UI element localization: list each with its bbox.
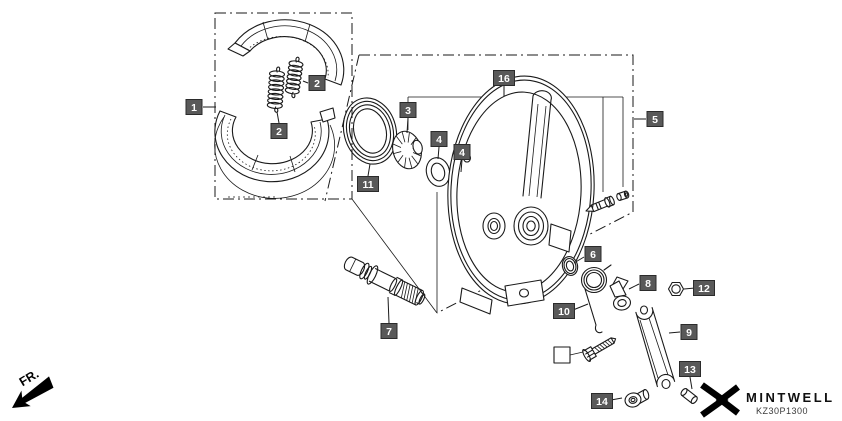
callout-16: 16 xyxy=(493,70,515,96)
callout-box xyxy=(399,102,417,118)
callout-box xyxy=(584,246,602,262)
callout-4: 4 xyxy=(453,144,471,173)
panel-pin-drawing xyxy=(616,190,630,201)
callout-leader-line xyxy=(406,117,409,134)
cam-seal-drawing xyxy=(561,256,579,276)
callout-number: 13 xyxy=(684,364,696,376)
adjuster-joint-drawing xyxy=(624,389,650,408)
callout-box xyxy=(380,323,398,339)
callout-8: 8 xyxy=(628,275,657,291)
callout-9: 9 xyxy=(668,324,698,340)
callout-10: 10 xyxy=(553,303,589,319)
callout-box xyxy=(680,324,698,340)
callout-leader-line xyxy=(689,376,693,390)
callout-12: 12 xyxy=(683,280,715,296)
square-leader xyxy=(569,351,584,356)
callout-leader-line xyxy=(628,283,640,290)
callout-4: 4 xyxy=(430,131,448,160)
callout-3: 3 xyxy=(399,102,417,134)
upper-brake-shoe xyxy=(234,19,345,86)
callout-leader-line xyxy=(460,159,463,173)
callout-box xyxy=(679,361,701,377)
brake-panel-drawing xyxy=(447,75,595,315)
callout-box xyxy=(693,280,715,296)
callout-2: 2 xyxy=(302,75,326,91)
shoe-spring-left xyxy=(266,66,286,113)
brake-arm-drawing xyxy=(635,305,676,390)
bolt-drawing xyxy=(582,337,617,363)
brand-logo-icon xyxy=(700,382,740,418)
callout-box xyxy=(308,75,326,91)
callout-box xyxy=(453,144,471,160)
callout-number: 3 xyxy=(405,105,411,117)
fr-arrow-icon xyxy=(12,376,54,408)
callout-7: 7 xyxy=(380,296,398,339)
callout-2: 2 xyxy=(270,111,288,139)
callout-number: 2 xyxy=(276,126,282,138)
callout-box xyxy=(185,99,203,115)
callout-number: 2 xyxy=(314,78,320,90)
callout-1: 1 xyxy=(185,99,216,115)
callout-box xyxy=(430,131,448,147)
callout-box xyxy=(493,70,515,86)
callout-leader-line xyxy=(276,111,280,124)
panel-screw-drawing xyxy=(585,195,615,213)
pin-drawing xyxy=(680,388,698,404)
callout-leader-line xyxy=(437,146,440,160)
callout-leader-line xyxy=(302,80,309,84)
callout-5: 5 xyxy=(634,111,664,127)
callout-6: 6 xyxy=(573,246,602,264)
callout-number: 10 xyxy=(558,306,570,318)
callout-leader-line xyxy=(573,256,585,264)
callout-14: 14 xyxy=(591,393,623,409)
brake-shoe-group-box xyxy=(214,12,353,200)
brand-name: MINTWELL xyxy=(746,390,835,405)
callout-number: 5 xyxy=(652,114,658,126)
callout-number: 4 xyxy=(436,134,442,146)
callout-box xyxy=(591,393,613,409)
callout-box xyxy=(270,123,288,139)
callout-leader-line xyxy=(572,303,589,311)
callout-leader-line xyxy=(387,296,390,324)
callout-11: 11 xyxy=(357,163,379,192)
callout-number: 11 xyxy=(362,179,373,191)
washer-a-drawing xyxy=(425,157,451,187)
callout-number: 7 xyxy=(386,326,392,338)
callout-box xyxy=(357,176,379,192)
return-spring-drawing xyxy=(580,264,612,334)
brand-part-code: KZ30P1300 xyxy=(756,406,808,416)
callout-box xyxy=(639,275,657,291)
callout-number: 8 xyxy=(645,278,651,290)
callout-number: 14 xyxy=(596,396,608,408)
callout-number: 16 xyxy=(498,73,510,85)
lower-brake-shoe xyxy=(214,110,330,183)
callout-number: 12 xyxy=(698,283,710,295)
nut-drawing xyxy=(667,281,685,297)
fr-direction-indicator: FR. xyxy=(12,367,54,408)
callout-box xyxy=(553,303,575,319)
callout-number: 6 xyxy=(590,249,596,261)
unlabeled-square-marker xyxy=(553,346,571,364)
callout-number: 1 xyxy=(191,102,197,114)
callout-number: 9 xyxy=(686,327,692,339)
brake-camshaft-drawing xyxy=(343,256,426,306)
brake-shoe-set-drawing xyxy=(214,19,345,199)
speedometer-gear-drawing xyxy=(392,130,423,170)
indicator-plate-drawing xyxy=(609,276,632,311)
callout-box xyxy=(646,111,664,127)
panel-group-outline-left xyxy=(324,54,360,202)
callout-leader-line xyxy=(668,331,681,334)
brand-block: MINTWELL KZ30P1300 xyxy=(700,382,835,418)
oil-seal-drawing xyxy=(342,97,398,165)
shoe-spring-right xyxy=(284,56,304,99)
callout-13: 13 xyxy=(679,361,701,390)
callout-number: 4 xyxy=(459,147,465,159)
subassembly-line-a xyxy=(351,198,438,314)
callout-leader-line xyxy=(367,163,371,177)
